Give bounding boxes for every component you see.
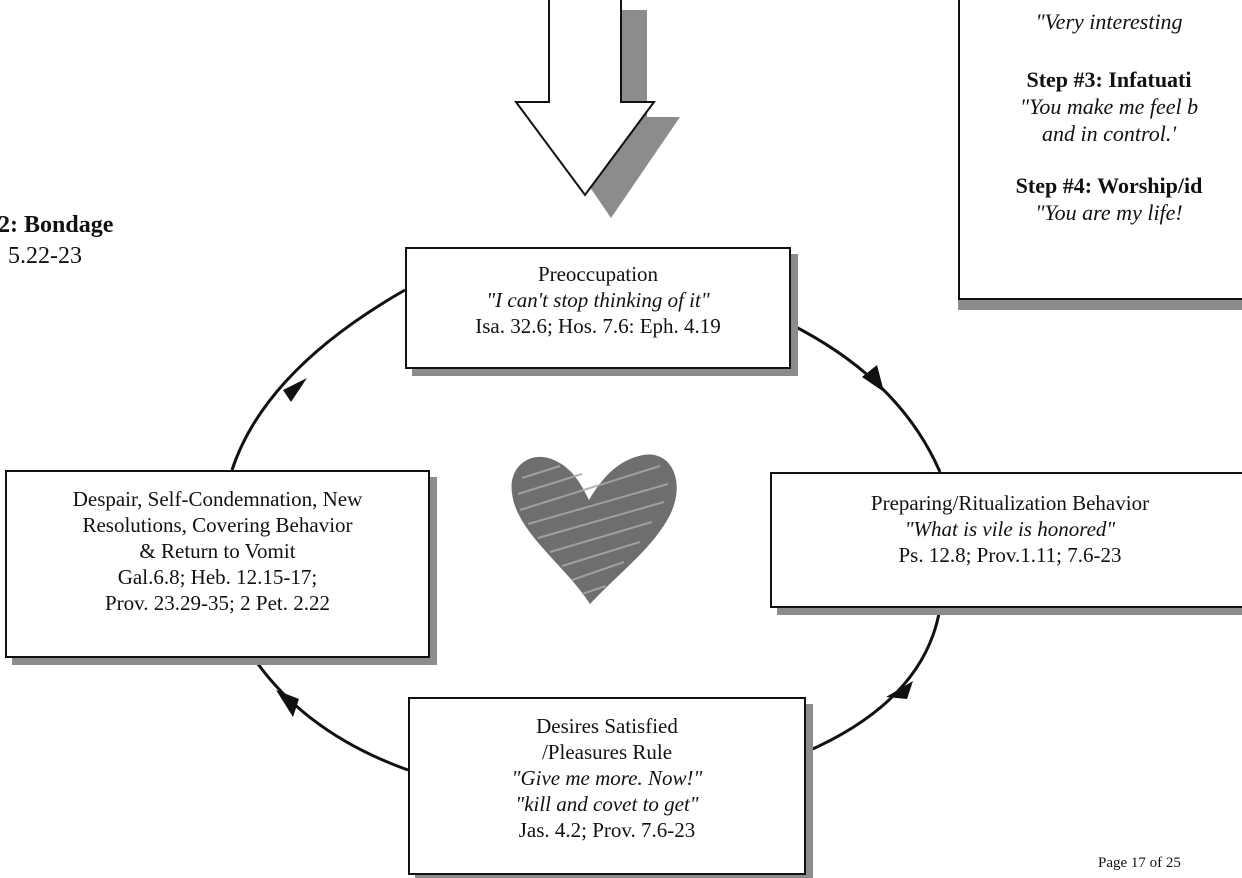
- arrowhead-left-bottom: [276, 690, 299, 717]
- desires-title-line1: Desires Satisfied: [536, 714, 678, 738]
- preparing-refs: Ps. 12.8; Prov.1.11; 7.6-23: [898, 543, 1122, 567]
- despair-line5: Prov. 23.29-35; 2 Pet. 2.22: [105, 591, 330, 615]
- step3-title: Step #3: Infatuati: [1026, 67, 1192, 92]
- desires-quote2: "kill and covet to get": [515, 792, 699, 816]
- arrowhead-right-top: [862, 365, 884, 392]
- left-fragment-ref: 5.22-23: [8, 243, 82, 269]
- preoccupation-refs: Isa. 32.6; Hos. 7.6: Eph. 4.19: [475, 314, 721, 338]
- step4-quote: "You are my life!: [1035, 200, 1183, 225]
- desires-quote1: "Give me more. Now!": [511, 766, 703, 790]
- arc-preoccupation-to-preparing: [791, 323, 942, 473]
- down-arrow: [514, 0, 656, 197]
- preoccupation-title: Preoccupation: [537, 262, 659, 286]
- despair-line3: & Return to Vomit: [139, 539, 296, 563]
- step4-title: Step #4: Worship/id: [1015, 173, 1203, 198]
- arc-desires-to-despair: [256, 663, 409, 772]
- despair-line4: Gal.6.8; Heb. 12.15-17;: [117, 565, 318, 589]
- despair-line2: Resolutions, Covering Behavior: [82, 513, 353, 537]
- top-right-step-box: "Very interesting Step #3: Infatuati "Yo…: [958, 0, 1242, 300]
- box-preoccupation: Preoccupation "I can't stop thinking of …: [405, 247, 791, 369]
- top-box-line1: "Very interesting: [1035, 9, 1183, 34]
- arrowhead-right-bottom: [886, 681, 913, 699]
- despair-line1: Despair, Self-Condemnation, New: [72, 487, 363, 511]
- step3-quote-line1: "You make me feel b: [1019, 94, 1199, 119]
- box-desires: Desires Satisfied /Pleasures Rule "Give …: [408, 697, 806, 875]
- arc-preparing-to-desires: [805, 607, 942, 754]
- page-number: Page 17 of 25: [1098, 855, 1181, 871]
- arrowhead-left-top: [283, 378, 307, 402]
- box-preparing: Preparing/Ritualization Behavior "What i…: [770, 472, 1242, 608]
- desires-title-line2: /Pleasures Rule: [541, 740, 673, 764]
- arc-despair-to-preoccupation: [230, 288, 406, 471]
- step3-quote-line2: and in control.': [1041, 121, 1177, 146]
- preoccupation-quote: "I can't stop thinking of it": [486, 288, 710, 312]
- left-fragment-title: 2: Bondage: [0, 212, 114, 238]
- preparing-quote: "What is vile is honored": [904, 517, 1116, 541]
- box-despair: Despair, Self-Condemnation, New Resoluti…: [5, 470, 430, 658]
- scribbled-heart-icon: [511, 454, 677, 604]
- preparing-title: Preparing/Ritualization Behavior: [870, 491, 1150, 515]
- desires-refs: Jas. 4.2; Prov. 7.6-23: [518, 818, 696, 842]
